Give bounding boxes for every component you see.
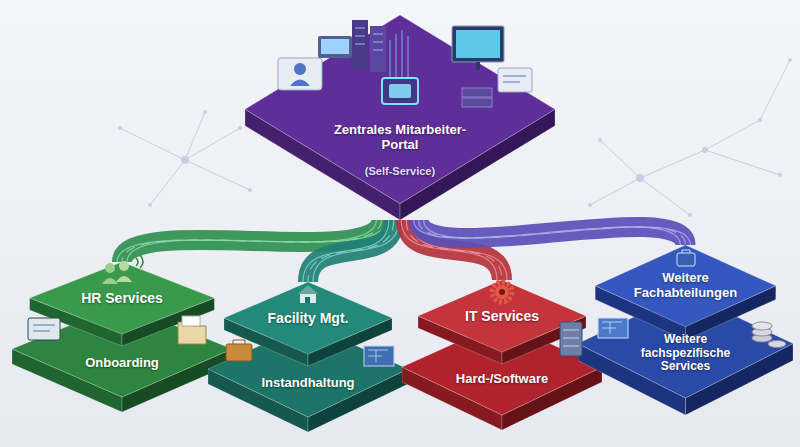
ribbon-line (424, 220, 691, 245)
ribbon-heads (419, 220, 686, 245)
department-platform: Facility Mgt. Instandhaltung (208, 282, 408, 432)
portal-icons (278, 20, 532, 107)
department-platform: Weitere FachabteilungenWeitere fachspezi… (578, 245, 793, 415)
platform-shape (402, 280, 602, 430)
ribbon-band (406, 220, 502, 280)
platform-heading: Weitere Fachabteilungen (626, 271, 746, 301)
portal-platform: Zentrales Mitarbeiter-Portal (Self-Servic… (245, 15, 555, 220)
ribbon-line (122, 220, 381, 262)
platform-heading: Facility Mgt. (243, 310, 373, 326)
ribbon-line (406, 220, 502, 280)
ribbon-line (401, 220, 497, 280)
platform-face (30, 262, 215, 334)
ribbon-line (308, 220, 394, 282)
ribbon-line (127, 220, 386, 262)
platform-shape (245, 15, 555, 220)
ribbon-band (419, 220, 686, 245)
ribbon-connector (401, 220, 507, 280)
ribbon-heads (308, 220, 394, 282)
ribbon-line (411, 220, 507, 280)
platform-heading: Zentrales Mitarbeiter-Portal (325, 123, 475, 153)
ribbon-connector (414, 220, 691, 245)
ribbon-connector (117, 220, 386, 262)
platform-shape (208, 282, 408, 432)
ribbon-band (308, 220, 394, 282)
platform-subtext: (Self-Service) (340, 164, 460, 177)
platform-shape (12, 262, 232, 412)
platform-face (595, 245, 776, 327)
platform-subtext: Hard-/Software (437, 372, 567, 387)
platform-face (418, 280, 586, 352)
department-platform: IT ServicesHard-/Software (402, 280, 602, 430)
it-icons (492, 282, 582, 356)
platform-face (245, 15, 555, 204)
platform-subtext: Instandhaltung (243, 375, 373, 390)
department-icons (598, 250, 786, 348)
platform-subtext: Onboarding (57, 355, 187, 370)
ribbon-heads (122, 220, 381, 262)
platform-heading: HR Services (52, 290, 192, 306)
platform-heading: IT Services (437, 308, 567, 324)
ribbon-connector (303, 220, 399, 282)
facility-icons (226, 285, 394, 366)
ribbon-heads (406, 220, 502, 280)
ribbon-line (414, 220, 681, 245)
ribbon-line (313, 220, 399, 282)
ribbon-line (419, 220, 686, 245)
hr-icons (28, 255, 206, 344)
department-platform: HR ServicesOnboarding (12, 262, 232, 412)
platform-face (224, 282, 392, 354)
ribbon-band (122, 220, 381, 262)
platform-subtext: Weitere fachspezifische Services (627, 333, 745, 374)
ribbon-line (303, 220, 389, 282)
ribbon-line (117, 220, 376, 262)
